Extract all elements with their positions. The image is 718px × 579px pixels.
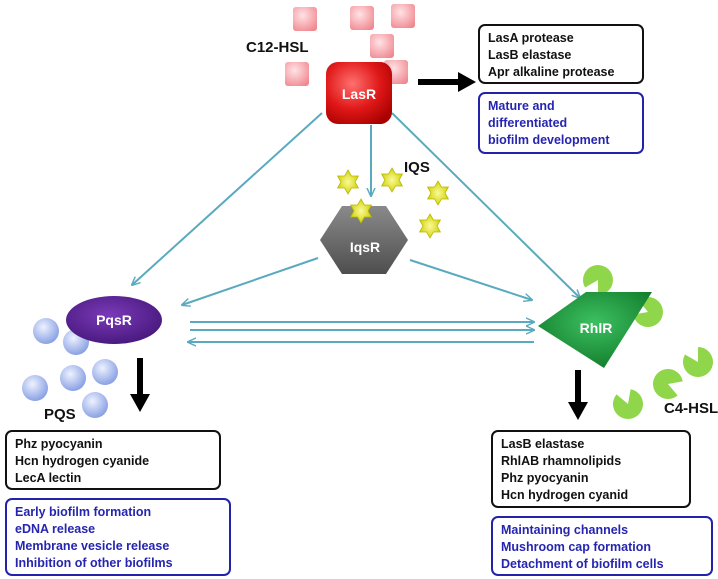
lasr-effect-item: biofilm development — [488, 133, 610, 147]
lasr-label: LasR — [342, 86, 376, 102]
c12-hsl-square — [350, 6, 374, 30]
pqs-circle — [82, 392, 108, 418]
pqsr-product-item: Phz pyocyanin — [15, 437, 103, 451]
c12-hsl-square — [285, 62, 309, 86]
pqsr-product-item: Hcn hydrogen cyanide — [15, 454, 150, 468]
rhlr-label: RhlR — [580, 320, 613, 336]
c4-hsl-pac-icon — [633, 297, 663, 327]
rhlr-effects-box: Maintaining channels Mushroom cap format… — [491, 516, 713, 576]
rhlr-products-box: LasB elastase RhlAB rhamnolipids Phz pyo… — [491, 430, 691, 508]
lasr-effect-item: differentiated — [488, 116, 568, 130]
rhlr-receptor-shape — [538, 292, 652, 368]
arrow-lasr-to-pqsr — [132, 112, 323, 285]
pqsr-effect-item: Inhibition of other biofilms — [15, 556, 173, 570]
lasr-output-arrowhead — [458, 72, 476, 92]
c12-hsl-square — [370, 34, 394, 58]
arrow-iqsr-to-rhlr — [409, 259, 532, 300]
pqsr-effect-item: Early biofilm formation — [15, 505, 152, 519]
rhlr-effect-item: Maintaining channels — [501, 523, 629, 537]
pqsr-product-item: LecA lectin — [15, 471, 82, 485]
iqs-star-icon — [349, 198, 373, 224]
c4-hsl-pac-icon — [653, 369, 683, 399]
pqs-circle — [22, 375, 48, 401]
arrow-iqsr-to-pqsr — [182, 257, 319, 305]
pqsr-output-arrowhead — [130, 394, 150, 412]
rhlr-product-item: Phz pyocyanin — [501, 471, 589, 485]
lasr-products-box: LasA protease LasB elastase Apr alkaline… — [478, 24, 644, 84]
pqsr-receptor-shape — [66, 296, 162, 344]
pqs-label: PQS — [44, 406, 76, 423]
pqs-molecules — [22, 318, 118, 418]
c12-hsl-square — [391, 4, 415, 28]
pqsr-products-box: Phz pyocyanin Hcn hydrogen cyanide LecA … — [5, 430, 221, 490]
regulatory-arrows — [132, 112, 580, 342]
lasr-receptor-shape — [326, 62, 392, 124]
lasr-product-item: Apr alkaline protease — [488, 65, 615, 79]
pqs-circle — [60, 365, 86, 391]
pqs-circle — [33, 318, 59, 344]
iqs-star-icon — [426, 180, 450, 206]
c4-hsl-molecules — [583, 265, 713, 419]
pqsr-label: PqsR — [96, 312, 132, 328]
iqsr-receptor-shape — [320, 206, 408, 274]
rhlr-effect-item: Detachment of biofilm cells — [501, 557, 664, 571]
lasr-product-item: LasB elastase — [488, 48, 572, 62]
rhlr-effect-item: Mushroom cap formation — [501, 540, 652, 554]
lasr-effects-box: Mature and differentiated biofilm develo… — [478, 92, 644, 154]
rhlr-output-arrowhead — [568, 402, 588, 420]
c4-hsl-pac-icon — [683, 346, 713, 377]
rhlr-product-item: LasB elastase — [501, 437, 585, 451]
iqs-star-icon — [336, 169, 360, 195]
c4-hsl-pac-icon — [583, 265, 613, 296]
iqs-label: IQS — [404, 159, 430, 176]
pqsr-effects-box: Early biofilm formation eDNA release Mem… — [5, 498, 231, 576]
iqsr-label: IqsR — [350, 239, 380, 255]
iqs-star-icon — [380, 167, 404, 193]
c12-hsl-square — [293, 7, 317, 31]
pqsr-effect-item: Membrane vesicle release — [15, 539, 170, 553]
pqs-circle — [92, 359, 118, 385]
rhlr-product-item: Hcn hydrogen cyanid — [501, 488, 629, 502]
c4-hsl-label: C4-HSL — [664, 400, 718, 417]
rhlr-product-item: RhlAB rhamnolipids — [501, 454, 622, 468]
iqs-star-icon — [418, 213, 442, 239]
c4-hsl-pac-icon — [613, 389, 643, 419]
c12-hsl-label: C12-HSL — [246, 39, 309, 56]
lasr-effect-item: Mature and — [488, 99, 555, 113]
arrow-lasr-to-rhlr — [391, 112, 580, 298]
pqsr-effect-item: eDNA release — [15, 522, 96, 536]
iqs-molecules — [336, 167, 450, 239]
lasr-product-item: LasA protease — [488, 31, 574, 45]
